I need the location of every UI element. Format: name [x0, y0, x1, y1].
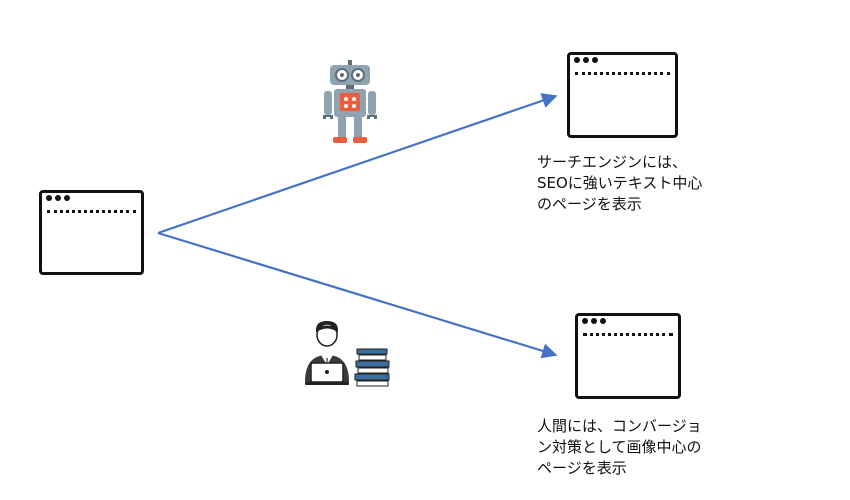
human-caption: 人間には、コンバージョ ン対策として画像中心の ページを表示	[537, 417, 702, 477]
window-titlebar-divider	[575, 72, 670, 75]
person-with-laptop-icon	[305, 321, 390, 387]
arrow-to-human	[157, 231, 558, 359]
window-dots-icon	[46, 195, 73, 205]
human-page	[575, 313, 681, 399]
arrow-to-search-engine	[157, 93, 558, 235]
search-engine-caption: サーチエンジンには、 SEOに強いテキスト中心 のページを表示	[537, 153, 703, 213]
window-titlebar-divider	[583, 333, 673, 336]
search-engine-page	[567, 52, 678, 138]
robot-icon	[323, 60, 377, 143]
source-page	[39, 190, 144, 275]
window-dots-icon	[574, 57, 601, 67]
window-dots-icon	[582, 318, 609, 328]
window-titlebar-divider	[47, 210, 136, 213]
